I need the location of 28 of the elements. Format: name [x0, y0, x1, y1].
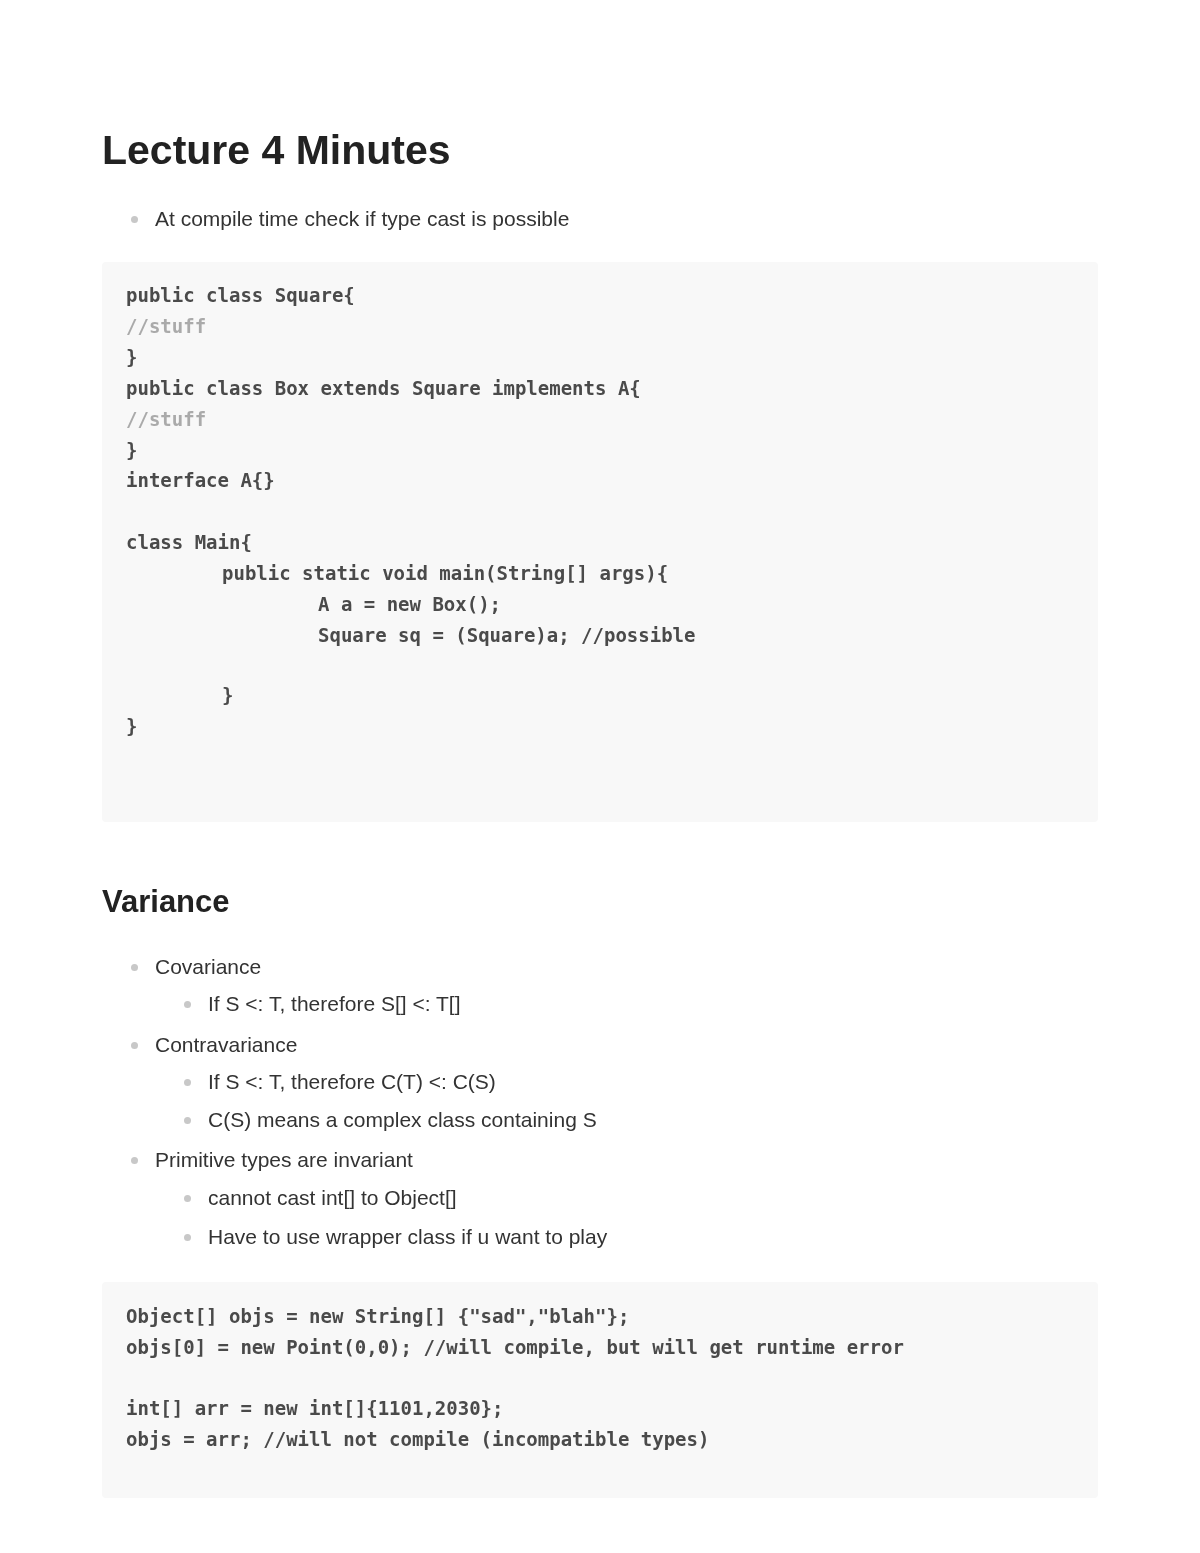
list-item: cannot cast int[] to Object[]: [208, 1185, 457, 1211]
code-line: public class Square{: [126, 283, 355, 307]
code-line: objs = arr; //will not compile (incompatible types): [126, 1427, 710, 1451]
code-line: }: [222, 683, 234, 707]
code-line: Square sq = (Square)a; //possible: [318, 623, 696, 647]
list-item: Have to use wrapper class if u want to play: [208, 1224, 608, 1250]
code-line: int[] arr = new int[]{1101,2030};: [126, 1396, 504, 1420]
code-line: }: [126, 345, 138, 369]
code-line: //stuff: [126, 314, 207, 338]
list-item: Covariance: [155, 954, 262, 980]
code-line: A a = new Box();: [318, 592, 502, 616]
code-line: }: [126, 714, 138, 738]
code-line: public static void main(String[] args){: [222, 561, 669, 585]
code-line: //stuff: [126, 407, 207, 431]
page-title: Lecture 4 Minutes: [102, 126, 451, 175]
list-item: Primitive types are invariant: [155, 1147, 413, 1173]
code-line: interface A{}: [126, 468, 275, 492]
code-line: public class Box extends Square implements A{: [126, 376, 641, 400]
list-item: Contravariance: [155, 1032, 298, 1058]
list-item: If S <: T, therefore S[] <: T[]: [208, 991, 461, 1017]
code-line: }: [126, 438, 138, 462]
code-line: Object[] objs = new String[] {"sad","blah"};: [126, 1304, 630, 1328]
code-line: class Main{: [126, 530, 252, 554]
list-item: At compile time check if type cast is possible: [155, 206, 570, 232]
list-item: If S <: T, therefore C(T) <: C(S): [208, 1069, 496, 1095]
code-line: objs[0] = new Point(0,0); //will compile, but will get runtime error: [126, 1335, 904, 1359]
section-heading: Variance: [102, 883, 230, 921]
list-item: C(S) means a complex class containing S: [208, 1107, 597, 1133]
